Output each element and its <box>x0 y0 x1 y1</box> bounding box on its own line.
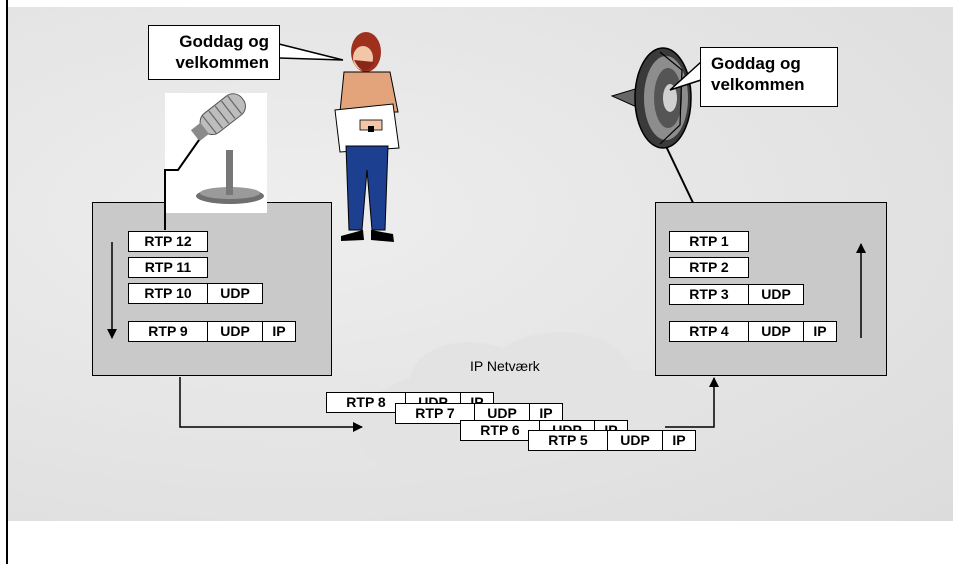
rtp-header: RTP 3 <box>669 284 749 305</box>
receiver-speech-line-1: Goddag og <box>711 54 801 73</box>
rtp-header: RTP 10 <box>128 283 208 304</box>
udp-header: UDP <box>607 430 663 451</box>
rtp-header: RTP 2 <box>669 257 749 278</box>
udp-header: UDP <box>474 403 530 424</box>
sender-packet: RTP 12 <box>128 231 208 252</box>
network-packet: RTP 7 UDP IP <box>395 403 563 424</box>
rtp-header: RTP 4 <box>669 321 749 342</box>
sender-packet: RTP 9 UDP IP <box>128 321 296 342</box>
ip-header: IP <box>529 403 563 424</box>
sender-speech-bubble: Goddag og velkommen <box>148 25 280 80</box>
receiver-speech-bubble: Goddag og velkommen <box>700 47 838 107</box>
ip-header: IP <box>262 321 296 342</box>
udp-header: UDP <box>748 321 804 342</box>
udp-header: UDP <box>207 283 263 304</box>
receiver-speech-line-2: velkommen <box>711 75 805 94</box>
network-cloud-icon <box>360 332 710 500</box>
udp-header: UDP <box>748 284 804 305</box>
network-packet: RTP 5 UDP IP <box>528 430 696 451</box>
flow-arrow-in <box>665 377 719 428</box>
rtp-header: RTP 9 <box>128 321 208 342</box>
rtp-header: RTP 8 <box>326 392 406 413</box>
rtp-header: RTP 7 <box>395 403 475 424</box>
sender-packet: RTP 11 <box>128 257 208 278</box>
receiver-packet: RTP 4 UDP IP <box>669 321 837 342</box>
ip-header: IP <box>803 321 837 342</box>
network-label: IP Netværk <box>470 358 540 374</box>
rtp-header: RTP 6 <box>460 420 540 441</box>
left-rule <box>6 0 8 564</box>
receiver-packet: RTP 2 <box>669 257 749 278</box>
rtp-header: RTP 5 <box>528 430 608 451</box>
flow-arrow-out <box>179 377 363 432</box>
receiver-packet: RTP 3 UDP <box>669 284 804 305</box>
rtp-header: RTP 12 <box>128 231 208 252</box>
ip-header: IP <box>662 430 696 451</box>
sender-packet: RTP 10 UDP <box>128 283 263 304</box>
receiver-packet: RTP 1 <box>669 231 749 252</box>
rtp-header: RTP 1 <box>669 231 749 252</box>
udp-header: UDP <box>207 321 263 342</box>
sender-speech-line-1: Goddag og <box>179 32 269 51</box>
sender-speech-line-2: velkommen <box>175 53 269 72</box>
rtp-header: RTP 11 <box>128 257 208 278</box>
